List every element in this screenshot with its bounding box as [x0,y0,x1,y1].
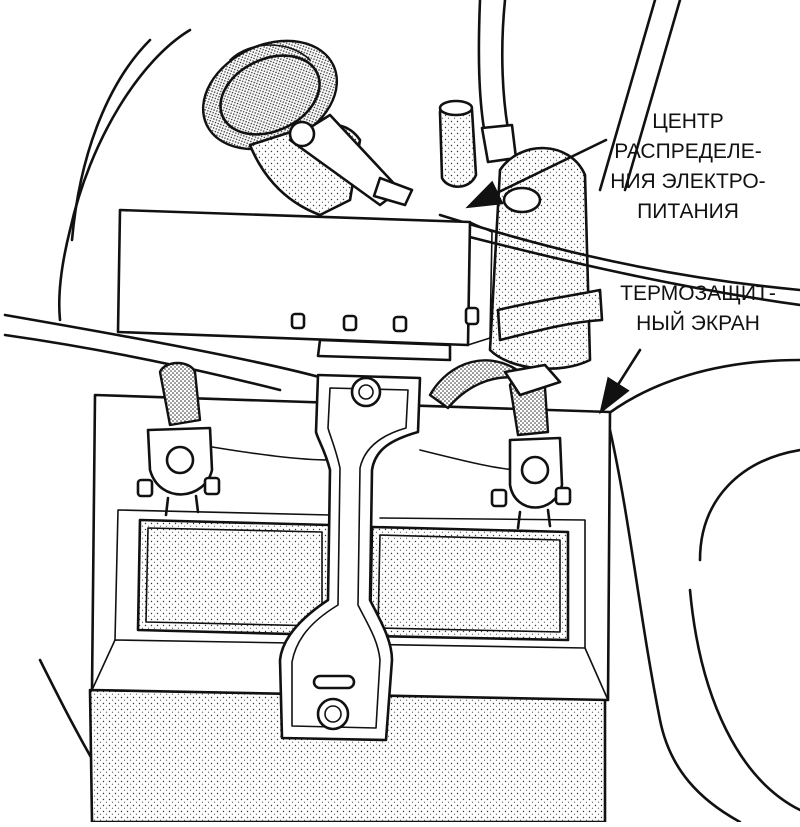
bracket-bolt [288,113,414,207]
fuse-box-latches [290,306,480,333]
heat-shield-label-line-2: НЫЙ ЭКРАН [636,311,760,335]
battery-cell-window-right [368,525,570,642]
battery-cell-window-left [136,518,332,637]
power-center-label-line-3: НИЯ ЭЛЕКТРО- [610,170,765,193]
power-center-leader-arrow [465,138,608,209]
coolant-hose [477,0,518,164]
power-center-label-line-1: ЦЕНТР [652,110,724,133]
support-rods [598,0,682,192]
sensor-plug [438,99,478,188]
heat-shield-label: ТЕРМОЗАЩИТ- НЫЙ ЭКРАН [620,282,776,335]
battery-hold-down-bracket [278,373,422,742]
positive-battery-terminal [428,359,572,530]
heat-shield-panel [496,288,604,342]
heat-shield-leader-arrow [599,348,642,415]
negative-battery-terminal [136,361,221,517]
power-distribution-center [116,208,493,362]
heat-shield-label-line-1: ТЕРМОЗАЩИТ- [620,282,776,305]
power-center-label-line-4: ПИТАНИЯ [637,200,739,223]
power-center-label-line-2: РАСПРЕДЕЛЕ- [614,140,761,163]
power-center-label: ЦЕНТР РАСПРЕДЕЛЕ- НИЯ ЭЛЕКТРО- ПИТАНИЯ [610,110,765,223]
